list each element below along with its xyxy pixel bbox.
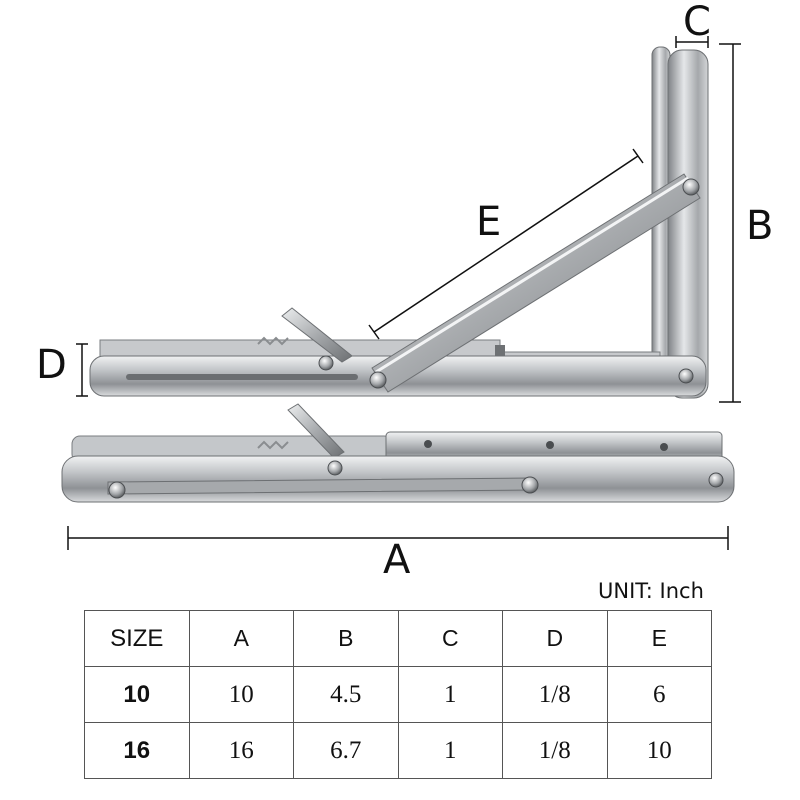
diagonal-brace-edge bbox=[375, 176, 689, 374]
lock-tab bbox=[287, 403, 345, 459]
mounting-hole bbox=[546, 441, 554, 449]
table-header-cell: A bbox=[188, 610, 294, 667]
bracket-illustration bbox=[61, 36, 741, 550]
dimension-line-e bbox=[373, 155, 639, 333]
table-header-cell: B bbox=[293, 610, 399, 667]
unit-label: UNIT: Inch bbox=[598, 579, 704, 603]
table-cell-size: 16 bbox=[84, 722, 190, 779]
table-cell: 6.7 bbox=[293, 722, 399, 779]
lock-tab bbox=[281, 307, 353, 363]
rivet bbox=[369, 371, 387, 389]
rivet bbox=[327, 460, 343, 476]
table-row: 16 16 6.7 1 1/8 10 bbox=[84, 722, 712, 779]
table-cell: 1/8 bbox=[502, 666, 608, 723]
upper-bracket bbox=[89, 46, 709, 399]
table-cell: 6 bbox=[606, 666, 712, 723]
table-cell: 1 bbox=[397, 666, 503, 723]
rivet bbox=[708, 472, 724, 488]
dimension-lines bbox=[67, 36, 741, 550]
rivet bbox=[521, 476, 539, 494]
dimension-label-b: B bbox=[746, 203, 774, 249]
size-spec-table: SIZE A B C D E 10 10 4.5 1 1/8 6 16 16 6… bbox=[84, 610, 712, 779]
lock-spring bbox=[257, 336, 289, 346]
table-cell: 10 bbox=[188, 666, 294, 723]
dimension-label-d: D bbox=[36, 342, 67, 388]
table-cell: 16 bbox=[188, 722, 294, 779]
vertical-arm-front bbox=[667, 49, 709, 399]
table-row: 10 10 4.5 1 1/8 6 bbox=[84, 666, 712, 723]
table-header-cell: SIZE bbox=[84, 610, 190, 667]
rivet bbox=[108, 481, 126, 499]
table-cell-size: 10 bbox=[84, 666, 190, 723]
mounting-hole bbox=[660, 443, 668, 451]
rivet bbox=[682, 178, 700, 196]
lock-spring bbox=[257, 440, 289, 450]
dimension-label-e: E bbox=[476, 199, 502, 245]
table-header-cell: C bbox=[397, 610, 503, 667]
table-header-cell: E bbox=[606, 610, 712, 667]
dimension-label-a: A bbox=[383, 537, 411, 583]
table-header-cell: D bbox=[502, 610, 608, 667]
lower-bracket bbox=[61, 403, 735, 503]
table-cell: 1/8 bbox=[502, 722, 608, 779]
rivet bbox=[318, 355, 334, 371]
table-cell: 10 bbox=[606, 722, 712, 779]
rivet bbox=[678, 368, 694, 384]
dimension-label-c: C bbox=[683, 0, 711, 45]
mounting-hole bbox=[424, 440, 432, 448]
table-cell: 4.5 bbox=[293, 666, 399, 723]
table-header-row: SIZE A B C D E bbox=[84, 610, 712, 667]
horizontal-arm-groove bbox=[126, 374, 358, 380]
table-cell: 1 bbox=[397, 722, 503, 779]
